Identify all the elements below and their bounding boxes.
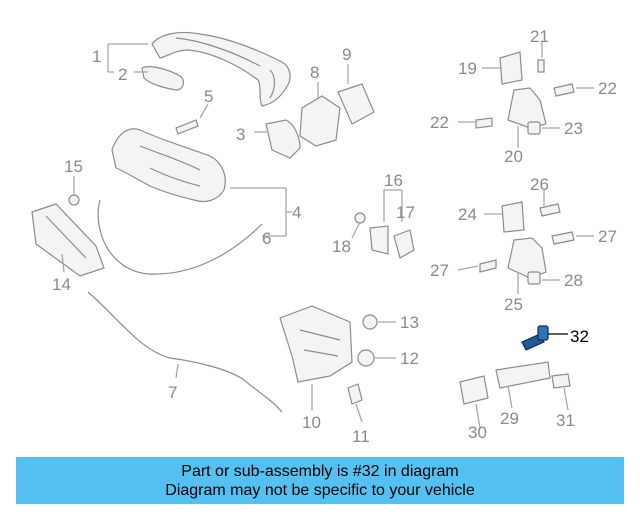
callout-32: 32 <box>570 327 589 346</box>
part-cap <box>337 83 375 125</box>
callout-31: 31 <box>556 411 575 430</box>
callout-20: 20 <box>504 147 523 166</box>
part-inner-handle <box>31 203 105 277</box>
callout-16: 16 <box>384 171 403 190</box>
part-outer-handle <box>151 31 291 107</box>
callout-labels: 1 2 3 4 5 6 7 8 9 10 11 12 13 14 15 16 1… <box>52 27 617 446</box>
callout-27b: 27 <box>430 261 449 280</box>
callout-5: 5 <box>204 87 213 106</box>
callout-13: 13 <box>400 313 419 332</box>
parts-diagram: 1 2 3 4 5 6 7 8 9 10 11 12 13 14 15 16 1… <box>31 27 617 446</box>
callout-19: 19 <box>458 59 477 78</box>
part-cable-6 <box>97 199 263 275</box>
banner-line-2: Diagram may not be specific to your vehi… <box>165 481 475 499</box>
part-check-29 <box>495 361 551 389</box>
callout-15: 15 <box>64 157 83 176</box>
callout-2: 2 <box>118 65 127 84</box>
part-cable-7 <box>87 291 283 413</box>
part-bracket-16 <box>369 225 389 255</box>
callout-22b: 22 <box>430 113 449 132</box>
callout-21: 21 <box>530 27 549 46</box>
callout-23: 23 <box>564 119 583 138</box>
part-screw-11 <box>347 383 363 405</box>
part-hinge-24 <box>501 201 525 233</box>
part-cap-13 <box>362 314 378 330</box>
part-hinge-25 <box>507 237 547 279</box>
callout-10: 10 <box>302 413 321 432</box>
callout-30: 30 <box>468 423 487 442</box>
callout-4: 4 <box>292 203 301 222</box>
callout-27a: 27 <box>598 227 617 246</box>
part-bush-23 <box>527 121 541 135</box>
part-bush-28 <box>527 271 541 285</box>
part-door-latch <box>279 305 353 383</box>
callout-6: 6 <box>262 229 271 248</box>
part-bolt-22b <box>475 117 493 129</box>
part-bolt-21 <box>537 59 545 73</box>
part-stopper-30 <box>459 375 489 405</box>
callout-3: 3 <box>236 125 245 144</box>
part-bolt-27b <box>479 259 497 273</box>
callout-9: 9 <box>342 45 351 64</box>
banner-line-1: Part or sub-assembly is #32 in diagram <box>181 462 459 480</box>
callout-24: 24 <box>458 205 477 224</box>
callout-12: 12 <box>400 349 419 368</box>
part-bolt-32 <box>521 325 549 351</box>
callout-29: 29 <box>500 409 519 428</box>
callout-7: 7 <box>168 383 177 402</box>
part-hinge-20 <box>507 87 547 129</box>
callout-11: 11 <box>352 427 370 446</box>
info-banner: Part or sub-assembly is #32 in diagram D… <box>16 457 624 504</box>
part-bolt-27a <box>551 231 575 245</box>
callout-14: 14 <box>52 275 71 294</box>
part-handle-cover <box>141 66 185 91</box>
part-bolt-22a <box>553 83 575 97</box>
callout-1: 1 <box>92 47 101 66</box>
callout-26: 26 <box>530 175 549 194</box>
callout-18: 18 <box>332 237 351 256</box>
part-screw-18 <box>354 212 366 224</box>
leader-lines <box>61 42 594 429</box>
part-lock-cylinder <box>299 95 341 147</box>
callout-25: 25 <box>504 295 523 314</box>
part-handle-bracket <box>265 119 301 159</box>
callout-28: 28 <box>564 271 583 290</box>
callout-8: 8 <box>310 63 319 82</box>
part-pad-17 <box>393 229 415 259</box>
part-bolt-26 <box>539 203 561 217</box>
callout-22a: 22 <box>598 79 617 98</box>
part-handle-carrier <box>111 128 226 203</box>
part-nut-12 <box>357 349 375 367</box>
callout-17: 17 <box>396 203 415 222</box>
part-hinge-19 <box>499 51 523 85</box>
part-clip-15 <box>68 194 80 206</box>
part-bolt-31 <box>551 373 571 389</box>
part-screw-5 <box>175 119 199 135</box>
